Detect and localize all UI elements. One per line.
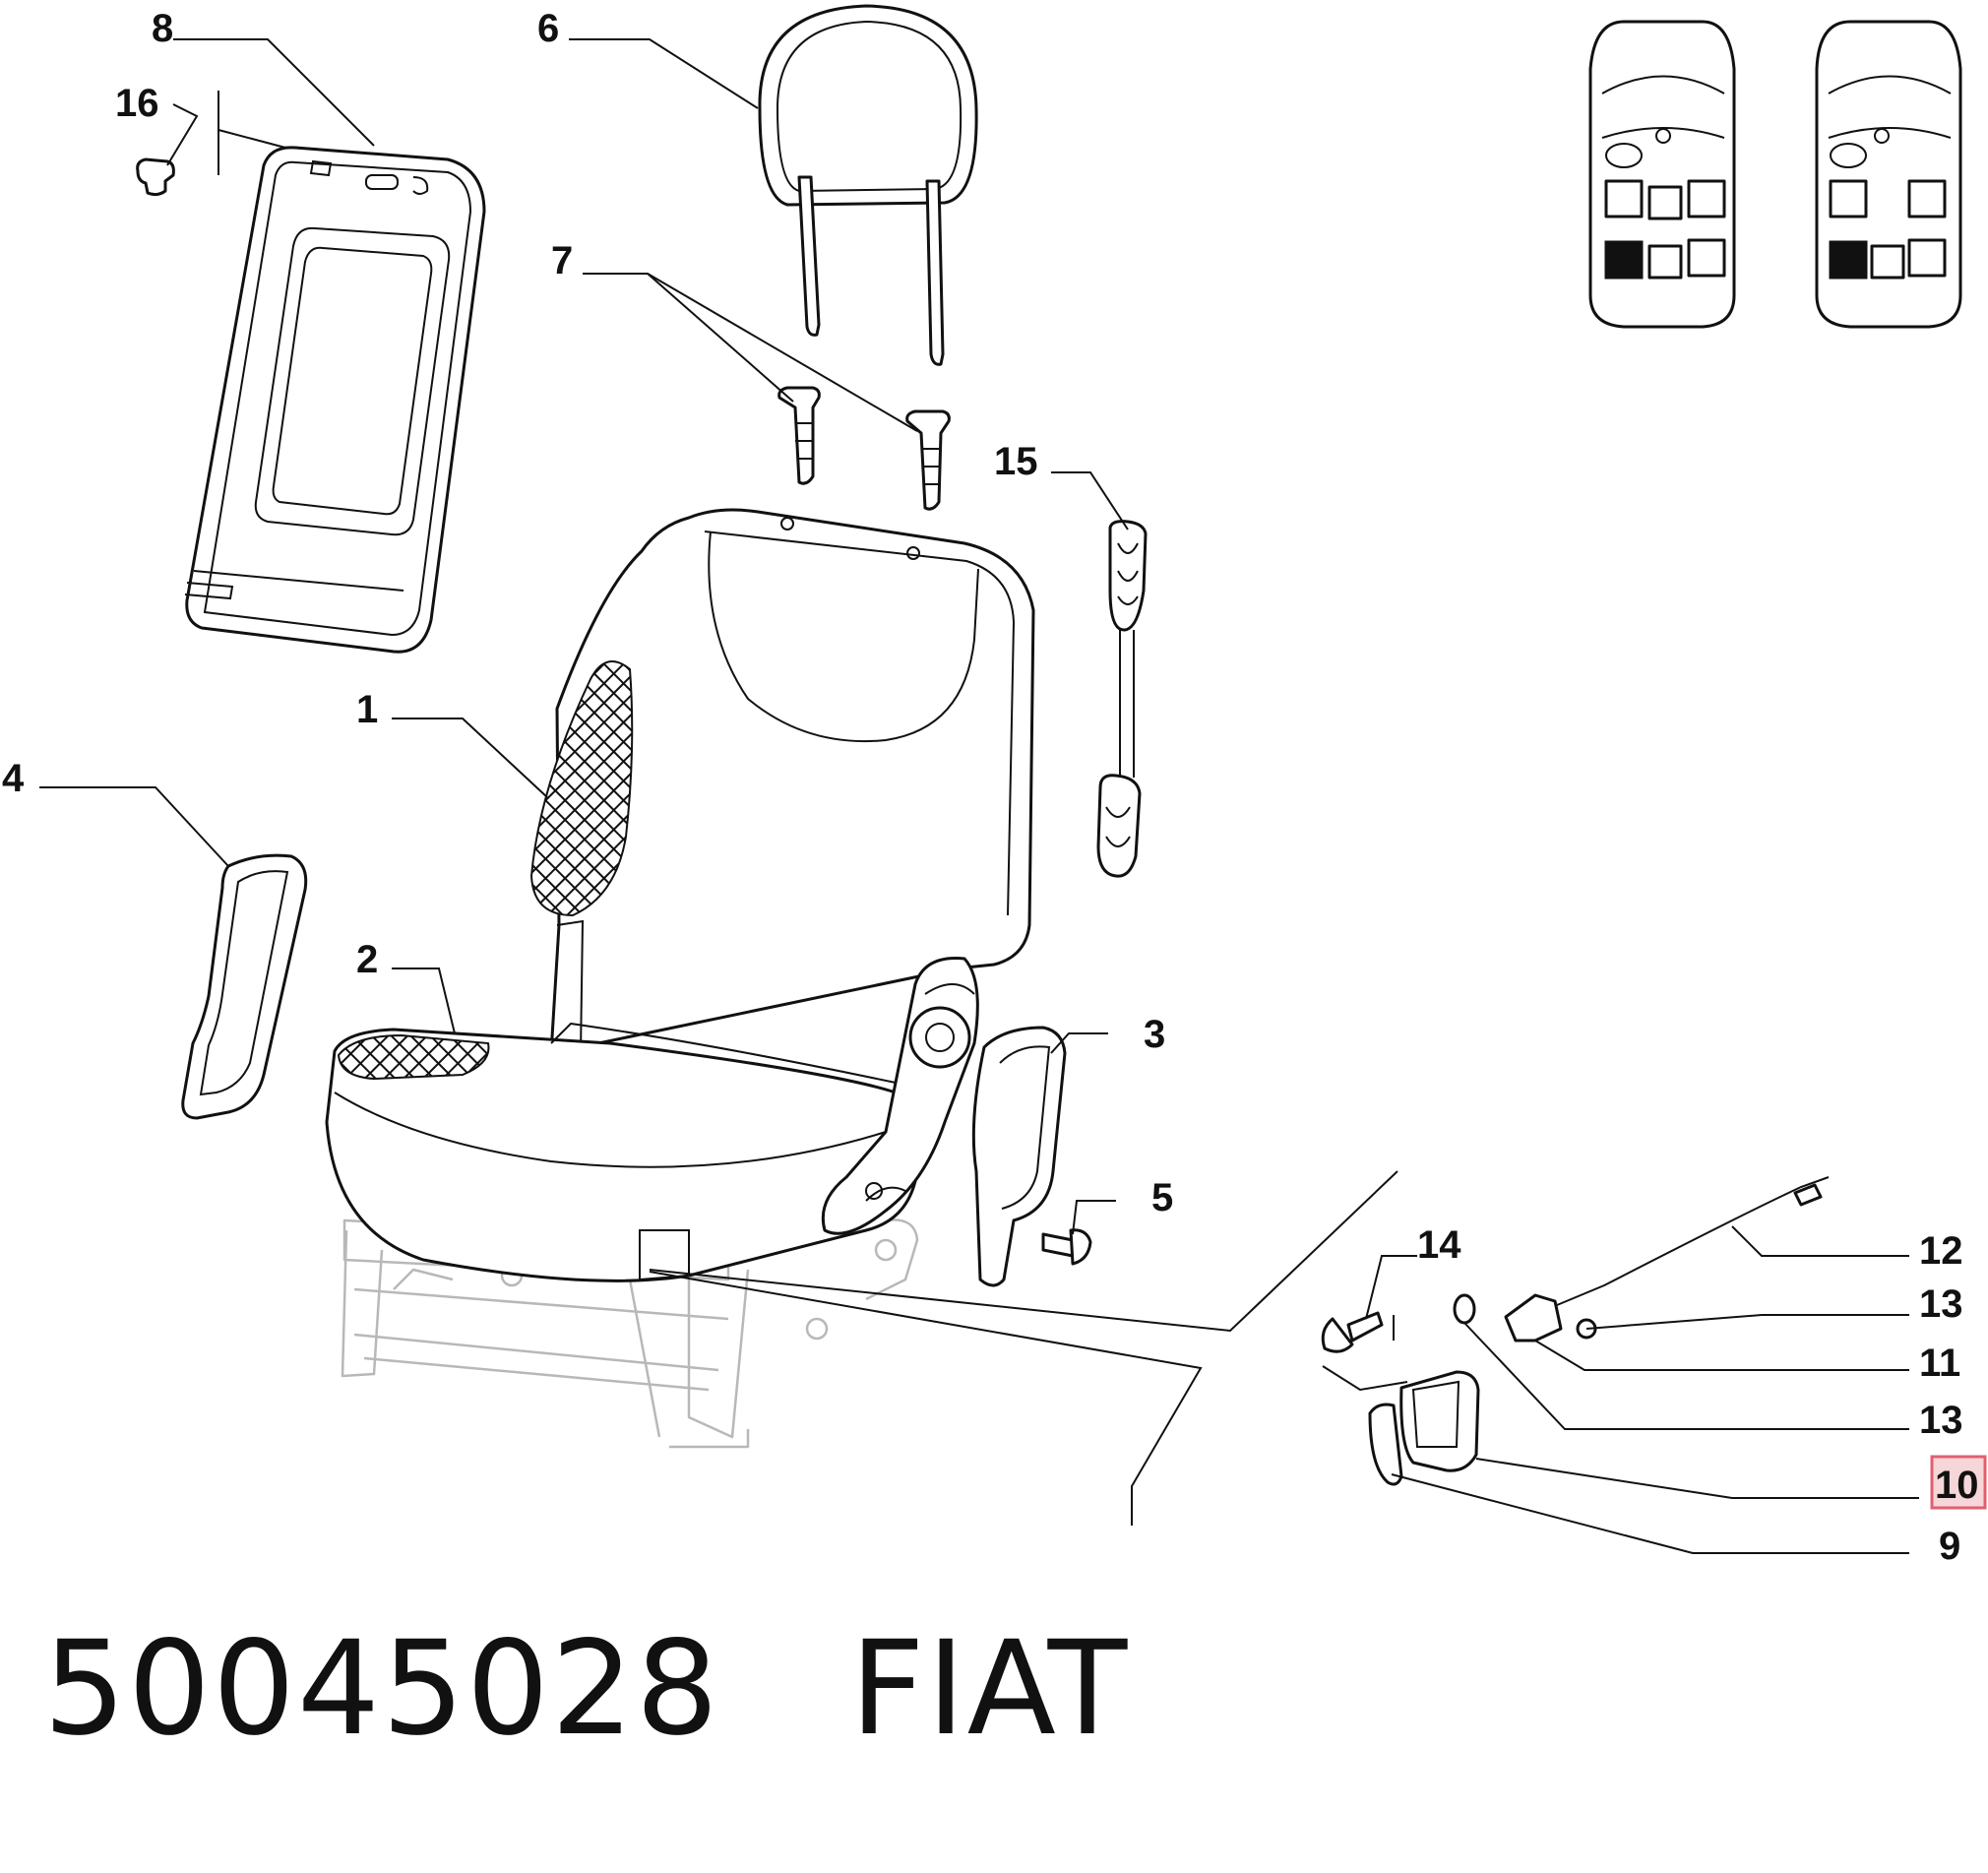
callout-5: 5 xyxy=(1151,1176,1173,1219)
callout-3: 3 xyxy=(1144,1013,1165,1056)
callout-9: 9 xyxy=(1939,1525,1960,1568)
seat-position-map-right xyxy=(1815,20,1962,329)
detail-bracket-11 xyxy=(1504,1293,1597,1342)
callout-11: 11 xyxy=(1919,1342,1960,1385)
callout-10: 10 xyxy=(1935,1464,1979,1507)
headrest-guide-left xyxy=(777,386,821,485)
callout-1: 1 xyxy=(356,688,378,731)
callout-7: 7 xyxy=(551,239,573,282)
recliner-mechanism xyxy=(821,957,979,1235)
seat-frame xyxy=(341,1218,919,1449)
callout-12: 12 xyxy=(1919,1229,1963,1273)
left-side-trim xyxy=(181,853,308,1120)
clip-fastener xyxy=(136,91,286,197)
seat-back xyxy=(529,508,1035,1055)
brand-name: FIAT xyxy=(849,1613,1130,1765)
callout-4: 4 xyxy=(2,757,25,800)
highlight-box-10 xyxy=(1930,1455,1987,1510)
callout-6: 6 xyxy=(537,7,559,50)
detail-screw-14 xyxy=(1321,1311,1384,1353)
detail-breakout-lines xyxy=(649,1170,1398,1526)
leader-lines xyxy=(39,38,1919,1554)
detail-cable-12 xyxy=(1556,1176,1830,1306)
callout-13-lower: 13 xyxy=(1919,1399,1963,1442)
detail-lever-10 xyxy=(1399,1370,1480,1472)
headrest-guide-right xyxy=(905,409,951,511)
callout-8: 8 xyxy=(152,7,173,50)
callout-13-upper: 13 xyxy=(1919,1282,1963,1326)
callout-2: 2 xyxy=(356,938,378,981)
headrest xyxy=(758,4,978,366)
right-side-trim xyxy=(971,1026,1067,1287)
detail-handle-9 xyxy=(1368,1403,1403,1486)
seat-position-map-left xyxy=(1588,20,1736,329)
strap-cable xyxy=(1096,520,1148,878)
screw-5 xyxy=(1041,1228,1092,1266)
part-number-footer: 50045028 FIAT xyxy=(43,1624,1129,1754)
seat-cushion xyxy=(325,1022,919,1282)
detail-washer-13 xyxy=(1453,1293,1476,1325)
backrest-rear-panel xyxy=(184,146,486,654)
callout-15: 15 xyxy=(994,440,1038,483)
part-number: 50045028 xyxy=(43,1613,720,1765)
callout-14: 14 xyxy=(1417,1223,1461,1267)
callout-16: 16 xyxy=(115,82,159,125)
